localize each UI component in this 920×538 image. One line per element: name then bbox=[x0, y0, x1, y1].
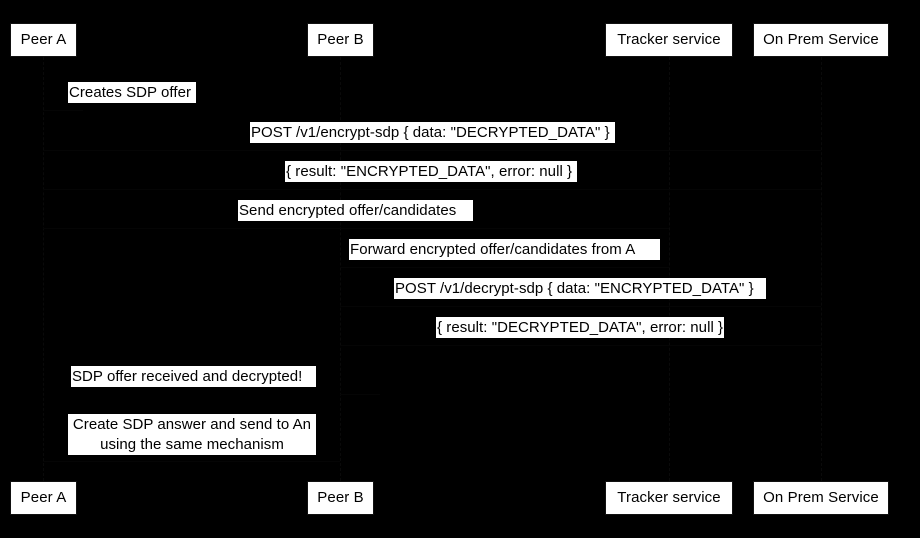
message-arrow-4 bbox=[43, 228, 669, 229]
lifeline-peer-b bbox=[340, 57, 341, 481]
message-label-post-encrypt-sdp: POST /v1/encrypt-sdp { data: "DECRYPTED_… bbox=[250, 122, 615, 143]
participant-header-peer-b[interactable]: Peer B bbox=[307, 23, 374, 57]
participant-header-tracker-service[interactable]: Tracker service bbox=[605, 23, 733, 57]
message-label-create-sdp-answer-line2: using the same mechanism bbox=[100, 436, 284, 453]
participant-header-on-prem-service[interactable]: On Prem Service bbox=[753, 23, 889, 57]
lifeline-on-prem-service bbox=[821, 57, 822, 481]
lifeline-tracker-service bbox=[669, 57, 670, 481]
lifeline-peer-a bbox=[43, 57, 44, 481]
message-arrow-7 bbox=[340, 345, 821, 346]
message-label-send-encrypted-offer: Send encrypted offer/candidates bbox=[238, 200, 473, 221]
participant-header-peer-a[interactable]: Peer A bbox=[10, 23, 77, 57]
message-arrow-3 bbox=[43, 189, 821, 190]
message-label-creates-sdp-offer: Creates SDP offer bbox=[68, 82, 196, 103]
message-label-sdp-offer-received: SDP offer received and decrypted! bbox=[71, 366, 316, 387]
message-arrow-1 bbox=[43, 110, 83, 111]
message-label-result-encrypted-data: { result: "ENCRYPTED_DATA", error: null … bbox=[285, 161, 577, 182]
message-label-post-decrypt-sdp: POST /v1/decrypt-sdp { data: "ENCRYPTED_… bbox=[394, 278, 766, 299]
message-label-create-sdp-answer: Create SDP answer and send to An using t… bbox=[68, 414, 316, 455]
message-arrow-2 bbox=[43, 150, 821, 151]
participant-footer-on-prem-service[interactable]: On Prem Service bbox=[753, 481, 889, 515]
message-arrow-8 bbox=[340, 394, 380, 395]
participant-footer-tracker-service[interactable]: Tracker service bbox=[605, 481, 733, 515]
message-arrow-6 bbox=[340, 306, 821, 307]
message-label-result-decrypted-data: { result: "DECRYPTED_DATA", error: null … bbox=[436, 317, 724, 338]
message-arrow-5 bbox=[340, 267, 669, 268]
participant-footer-peer-b[interactable]: Peer B bbox=[307, 481, 374, 515]
participant-footer-peer-a[interactable]: Peer A bbox=[10, 481, 77, 515]
message-arrow-9 bbox=[43, 461, 340, 462]
message-label-create-sdp-answer-line1: Create SDP answer and send to An bbox=[72, 416, 312, 433]
message-label-forward-encrypted-offer: Forward encrypted offer/candidates from … bbox=[349, 239, 660, 260]
